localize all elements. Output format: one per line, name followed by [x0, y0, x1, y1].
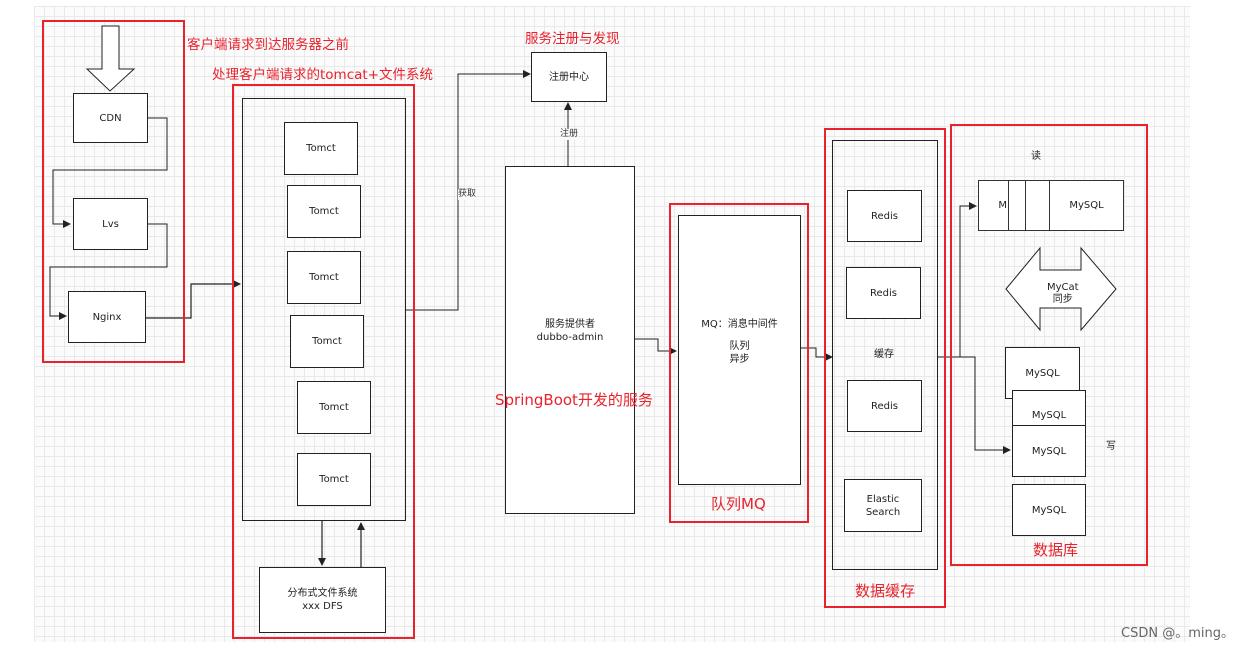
fetch-edge-label: 获取 [458, 189, 477, 200]
database-group [950, 124, 1148, 566]
database-title: 数据库 [1033, 541, 1079, 559]
tomcat-node: Tomct [287, 251, 361, 304]
nginx-node: Nginx [68, 291, 146, 343]
cdn-node: CDN [73, 93, 148, 143]
mq-title: 队列MQ [711, 495, 766, 513]
tomcat-cluster [242, 98, 406, 521]
mq-group [669, 203, 809, 523]
edge-cache-write [938, 356, 1011, 454]
tomcat-node: Tomct [287, 185, 361, 238]
edge-lvs-nginx [49, 223, 168, 320]
redis-node: Redis [847, 380, 922, 432]
register-edge-label: 注册 [560, 129, 579, 140]
cache-title: 数据缓存 [855, 582, 916, 600]
registry-node: 注册中心 [531, 52, 607, 102]
lvs-node: Lvs [73, 198, 148, 250]
mysql-read-node: MySQL [1049, 180, 1124, 231]
tomcat-fs-group [232, 84, 415, 639]
cache-cluster [832, 140, 938, 570]
tomcat-node: Tomct [297, 453, 371, 506]
entry-arrow [85, 25, 136, 92]
client-before-group [42, 20, 185, 363]
mysql-write-node: MySQL [1012, 484, 1086, 536]
registry-title: 服务注册与发现 [525, 31, 620, 47]
cache-group [824, 128, 946, 608]
tomcat-node: Tomct [290, 315, 364, 368]
springboot-label: SpringBoot开发的服务 [495, 391, 653, 409]
mysql-write-node: MySQL [1012, 425, 1086, 477]
client-before-label: 客户端请求到达服务器之前 [187, 37, 349, 53]
redis-node: Redis [847, 190, 922, 242]
tomcat-node: Tomct [297, 381, 371, 434]
edge-nginx-tomcat [145, 280, 241, 319]
tomcat-fs-label: 处理客户端请求的tomcat+文件系统 [212, 67, 434, 83]
edge-cdn-lvs [52, 117, 168, 228]
tomcat-node: Tomct [284, 122, 358, 175]
edge-provider-mq [635, 338, 677, 355]
mq-node: MQ：消息中间件队列异步 [678, 215, 801, 485]
write-label: 写 [1106, 441, 1116, 452]
mycat-shape [1005, 246, 1117, 332]
cache-label: 缓存 [874, 349, 894, 360]
watermark: CSDN @。ming。 [1121, 626, 1234, 641]
mysql-read-replica [1025, 180, 1051, 231]
read-label: 读 [1031, 151, 1041, 162]
redis-node: Redis [846, 267, 921, 319]
